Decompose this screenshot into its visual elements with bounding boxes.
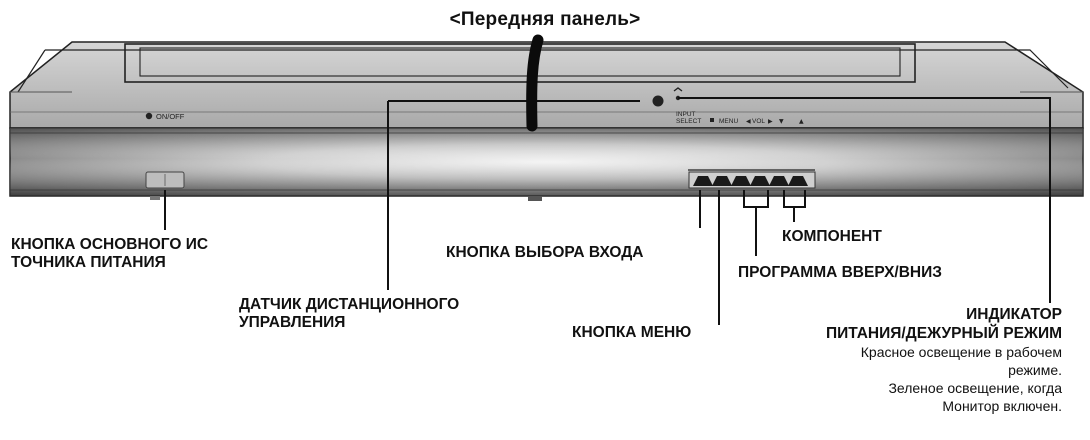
- indicator-desc-1: Красное освещение в рабочем: [860, 344, 1062, 360]
- up-arrow: ▲: [799, 118, 804, 125]
- callout-indicator-line2: ПИТАНИЯ/ДЕЖУРНЫЙ РЕЖИМ: [825, 325, 1062, 342]
- indicator-desc-3: Зеленое освещение, когда: [888, 380, 1062, 396]
- callout-component: КОМПОНЕНТ: [782, 228, 882, 245]
- diagram-title: <Передняя панель>: [449, 9, 641, 30]
- device-foot-left: [150, 196, 160, 200]
- select-marker: [710, 118, 714, 122]
- select-text: SELECT: [676, 118, 701, 125]
- indicator-desc-2: режиме.: [1008, 362, 1062, 378]
- callout-power-button-line1: КНОПКА ОСНОВНОГО ИС: [11, 236, 209, 253]
- cable-strap: [526, 34, 544, 132]
- menu-text: MENU: [719, 118, 738, 125]
- device-front-shade: [10, 128, 1083, 196]
- top-recess-inner: [139, 47, 901, 77]
- input-text: INPUT: [676, 111, 696, 118]
- onoff-text: ON/OFF: [156, 112, 185, 121]
- down-arrow: ▼: [779, 118, 784, 125]
- top-inner-outline: [45, 49, 1069, 89]
- indicator-desc-4: Монитор включен.: [942, 398, 1062, 414]
- callout-input-select: КНОПКА ВЫБОРА ВХОДА: [446, 244, 644, 261]
- indicator-led: [673, 87, 683, 92]
- device-foot-center: [528, 196, 542, 201]
- callout-menu-button: КНОПКА МЕНЮ: [572, 324, 692, 341]
- callout-indicator-line1: ИНДИКАТОР: [966, 306, 1062, 323]
- vol-left-arrow: ◀: [746, 118, 751, 125]
- callout-program-updown: ПРОГРАММА ВВЕРХ/ВНИЗ: [738, 264, 942, 281]
- front-button-row: [688, 169, 816, 189]
- callout-remote-sensor-line2: УПРАВЛЕНИЯ: [239, 314, 346, 331]
- onoff-dot: [145, 112, 153, 120]
- vol-right-arrow: ▶: [768, 118, 773, 125]
- top-recess: [124, 43, 916, 83]
- callout-power-button-line2: ТОЧНИКА ПИТАНИЯ: [11, 254, 166, 271]
- top-inner-outline-left: [17, 49, 46, 93]
- callout-lines: [164, 97, 1051, 325]
- vol-text: VOL: [752, 118, 765, 125]
- remote-sensor-dot: [652, 95, 664, 107]
- callout-remote-sensor-line1: ДАТЧИК ДИСТАНЦИОННОГО: [239, 296, 460, 313]
